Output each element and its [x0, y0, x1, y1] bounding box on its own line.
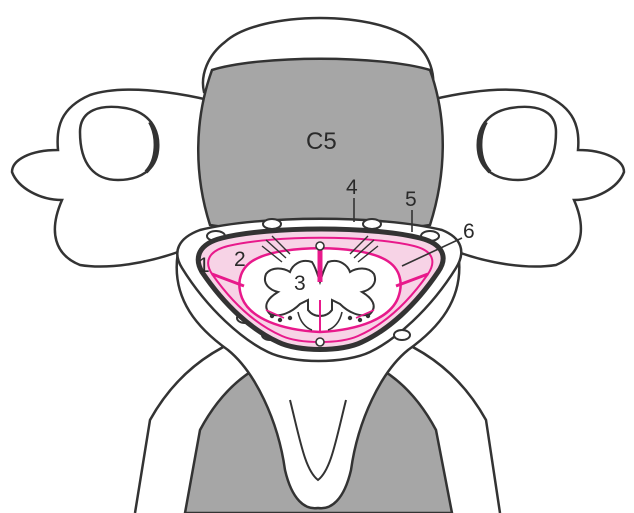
vertebra-label: C5	[306, 128, 337, 155]
label-4: 4	[346, 176, 358, 199]
label-1: 1	[198, 254, 210, 277]
epidural-vein	[363, 219, 381, 229]
label-5: 5	[405, 188, 417, 211]
anterior-spinal-artery	[316, 242, 324, 250]
epidural-vein	[263, 219, 281, 229]
posterior-spinal-vessel	[316, 338, 324, 346]
epidural-vein	[394, 330, 410, 340]
label-3: 3	[294, 272, 306, 295]
label-2: 2	[234, 248, 246, 271]
label-6: 6	[463, 220, 475, 243]
